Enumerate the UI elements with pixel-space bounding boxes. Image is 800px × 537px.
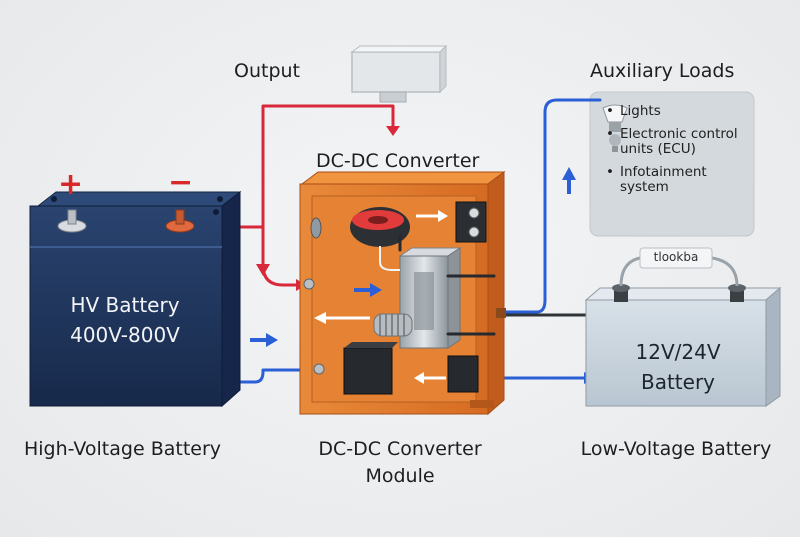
arrow-right-icon — [250, 333, 278, 347]
hv-battery-label-line2: 400V-800V — [70, 323, 180, 347]
auxiliary-loads-list: Lights Electronic control units (ECU) In… — [606, 104, 756, 203]
blue-wire-hv-input — [217, 368, 320, 384]
lv-battery — [584, 286, 782, 407]
lv-tag-wire — [619, 256, 739, 287]
list-item: Lights — [606, 104, 756, 120]
hv-battery-label-line1: HV Battery — [70, 293, 180, 317]
arrow-down-icon — [386, 126, 400, 136]
caption-lv-battery: Low-Voltage Battery — [580, 438, 772, 460]
hv-positive-terminal — [57, 209, 87, 233]
lv-tag-text: tlookba — [653, 250, 699, 264]
hv-negative-terminal — [165, 209, 195, 233]
hv-battery — [29, 190, 242, 408]
converter-title: DC-DC Converter — [316, 150, 480, 172]
internal-leads — [398, 234, 496, 336]
arrow-down-icon — [256, 264, 270, 276]
caption-converter: DC-DC Converter Module — [285, 436, 515, 490]
arrow-left-icon — [314, 312, 370, 324]
list-item: Infotainment system — [606, 165, 756, 195]
caption-converter-line2: Module — [365, 465, 435, 487]
hv-battery-label: HV Battery 400V-800V — [40, 290, 210, 350]
switch-block — [447, 355, 479, 393]
blue-wire-aux — [503, 98, 602, 314]
minus-sign: − — [168, 165, 194, 200]
red-wire-output — [261, 104, 395, 228]
arrow-up-icon — [562, 167, 576, 194]
lv-battery-label: 12V/24V Battery — [590, 337, 766, 397]
lv-tag-label-box — [639, 247, 713, 269]
caption-converter-line1: DC-DC Converter — [318, 438, 482, 460]
arrow-right-icon — [354, 283, 382, 297]
output-terminal-box — [350, 44, 448, 103]
terminal-block — [455, 201, 487, 243]
list-item: Electronic control units (ECU) — [606, 127, 756, 157]
plus-sign: + — [58, 167, 84, 202]
lv-battery-label-line2: Battery — [640, 370, 716, 394]
lv-battery-label-line1: 12V/24V — [635, 340, 721, 364]
auxiliary-loads-title: Auxiliary Loads — [590, 60, 735, 82]
caption-hv-battery: High-Voltage Battery — [23, 438, 222, 460]
lv-terminals — [612, 284, 746, 302]
coil — [373, 313, 413, 337]
arrow-left-icon — [414, 372, 446, 384]
inductor-ring — [350, 207, 410, 247]
arrow-right-icon — [416, 210, 448, 222]
capacitor-block — [343, 342, 398, 395]
output-label: Output — [234, 60, 300, 82]
